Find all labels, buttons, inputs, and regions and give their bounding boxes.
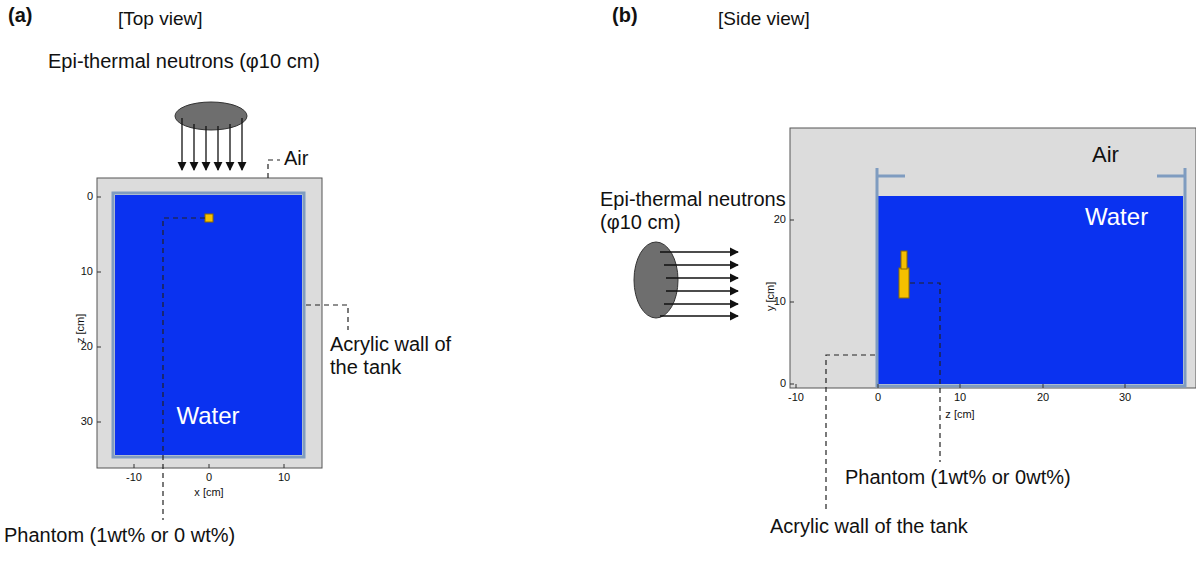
- beam-label: Epi-thermal neutrons (φ10 cm): [48, 50, 320, 73]
- axis-title: x [cm]: [194, 486, 223, 499]
- water-region: [115, 195, 302, 455]
- region-label: Water: [176, 402, 239, 430]
- tick-label: 30: [1119, 391, 1131, 404]
- tick-label: 10: [774, 295, 786, 308]
- panel-letter: (a): [8, 4, 32, 27]
- air-region: [97, 178, 322, 468]
- tick-label: -10: [126, 471, 142, 484]
- tick-label: 10: [954, 391, 966, 404]
- tick-label: 0: [206, 471, 212, 484]
- region-label: Air: [1092, 142, 1119, 167]
- part-label: Phantom (1wt% or 0 wt%): [4, 524, 235, 547]
- axis-title: z [cm]: [74, 314, 87, 343]
- part-label: Phantom (1wt% or 0wt%): [845, 466, 1071, 489]
- neutron-source: [175, 102, 247, 130]
- panel-letter: (b): [612, 4, 638, 27]
- tick-label: 10: [81, 265, 93, 278]
- region-label: Air: [284, 147, 308, 170]
- tick-label: 20: [81, 340, 93, 353]
- beam-label: Epi-thermal neutrons (φ10 cm): [600, 188, 800, 234]
- air-region: [790, 128, 1196, 388]
- side-view-plot: [634, 128, 1196, 510]
- part-label: Acrylic wall of the tank: [770, 515, 968, 538]
- axis-title: z [cm]: [945, 408, 974, 421]
- phantom: [899, 251, 909, 298]
- tick-label: -10: [788, 391, 804, 404]
- tick-label: 0: [780, 377, 786, 390]
- tick-label: 0: [87, 190, 93, 203]
- tick-label: 20: [1037, 391, 1049, 404]
- neutron-beam-arrows: [182, 118, 242, 170]
- region-label: Water: [1085, 203, 1148, 231]
- phantom: [205, 214, 213, 222]
- panel-title: [Top view]: [118, 8, 202, 30]
- acrylic-wall: [113, 193, 304, 457]
- neutron-beam-arrows: [660, 252, 738, 316]
- leader-lines: [163, 160, 348, 520]
- water-region: [878, 196, 1183, 384]
- part-label: Acrylic wall of the tank: [330, 333, 460, 379]
- neutron-source: [634, 242, 678, 318]
- tick-label: 20: [774, 213, 786, 226]
- axis-ticks: [97, 197, 284, 468]
- tick-label: 10: [278, 471, 290, 484]
- tick-label: 30: [81, 415, 93, 428]
- panel-title: [Side view]: [718, 8, 810, 30]
- acrylic-wall: [877, 168, 1185, 386]
- top-view-plot: [97, 102, 348, 520]
- tick-label: 0: [875, 391, 881, 404]
- axis-ticks: [790, 220, 1125, 388]
